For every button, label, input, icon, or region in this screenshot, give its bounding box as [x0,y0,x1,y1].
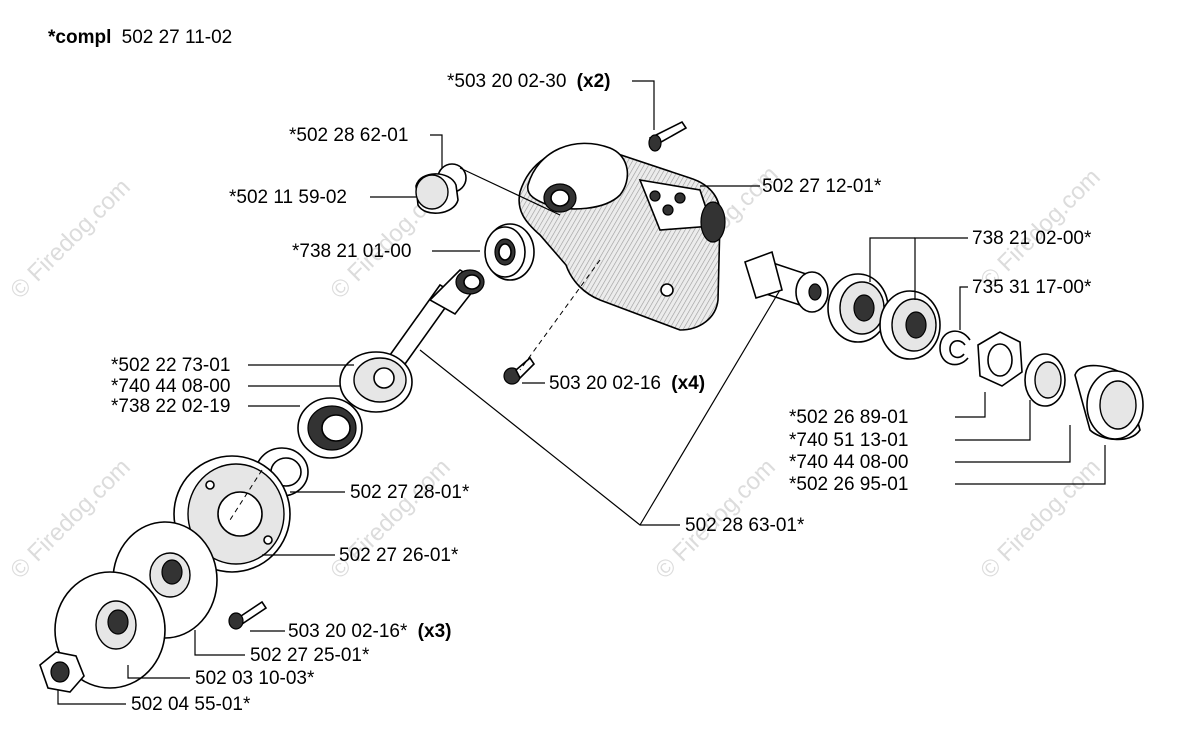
pinion-shaft [388,268,485,366]
label-735311700: 735 31 17-00* [972,277,1092,298]
compl-header: *compl 502 27 11-02 [48,27,232,48]
label-740511301: *740 51 13-01 [789,430,908,451]
label-502227301: *502 22 73-01 [111,355,230,376]
compl-number: 502 27 11-02 [122,27,233,48]
label-text: *503 20 02-30 [447,71,566,92]
label-502272601: 502 27 26-01* [339,545,459,566]
leader-lines [57,80,1106,705]
label-738220219: *738 22 02-19 [111,396,230,417]
label-qty: (x2) [577,71,611,92]
label-502286201: *502 28 62-01 [289,125,408,146]
svg-text:© Firedog.com: © Firedog.com [975,454,1106,585]
label-502272801: 502 27 28-01* [350,482,470,503]
label-qty: (x3) [418,621,452,642]
hexring-502268901 [977,331,1023,387]
label-502286301: 502 28 63-01* [685,515,805,536]
label-502268901: *502 26 89-01 [789,407,908,428]
bearing-738210100 [484,223,535,281]
label-text: 503 20 02-16* [288,621,408,642]
screw-503200216 [503,356,536,385]
label-503200216b: 503 20 02-16* (x3) [288,621,451,642]
label-qty: (x4) [671,373,705,394]
label-503200230: *503 20 02-30 (x2) [447,71,610,92]
label-738210200: 738 21 02-00* [972,228,1092,249]
bearing-738210200b [879,290,941,360]
gear-housing [518,142,726,331]
seal-502227301 [339,351,413,413]
bearing-738220219 [297,397,363,459]
circlip-735311700 [939,330,971,366]
label-740440800a: *740 44 08-00 [111,376,230,397]
washer-740511301 [1024,353,1066,407]
label-740440800b: *740 44 08-00 [789,452,908,473]
bolt-503200230 [648,120,688,152]
label-502115902: *502 11 59-02 [229,187,347,208]
label-502031003: 502 03 10-03* [195,668,315,689]
bevel-gear [744,250,829,313]
label-738210100: *738 21 01-00 [292,241,411,262]
cup-502031003 [54,571,166,689]
compl-prefix: *compl [48,27,111,48]
sleeve-502269501 [1074,364,1144,441]
label-502271201: 502 27 12-01* [762,176,882,197]
nut-502045501 [39,651,85,693]
label-502269501: *502 26 95-01 [789,474,908,495]
label-502045501: 502 04 55-01* [131,694,251,715]
svg-text:© Firedog.com: © Firedog.com [5,174,136,305]
screw-503200216b [228,600,268,630]
label-502272501: 502 27 25-01* [250,645,370,666]
bearing-738210200a [827,273,889,343]
label-text: 503 20 02-16 [549,373,661,394]
cap-502115902 [415,173,459,214]
label-503200216: 503 20 02-16 (x4) [549,373,705,394]
